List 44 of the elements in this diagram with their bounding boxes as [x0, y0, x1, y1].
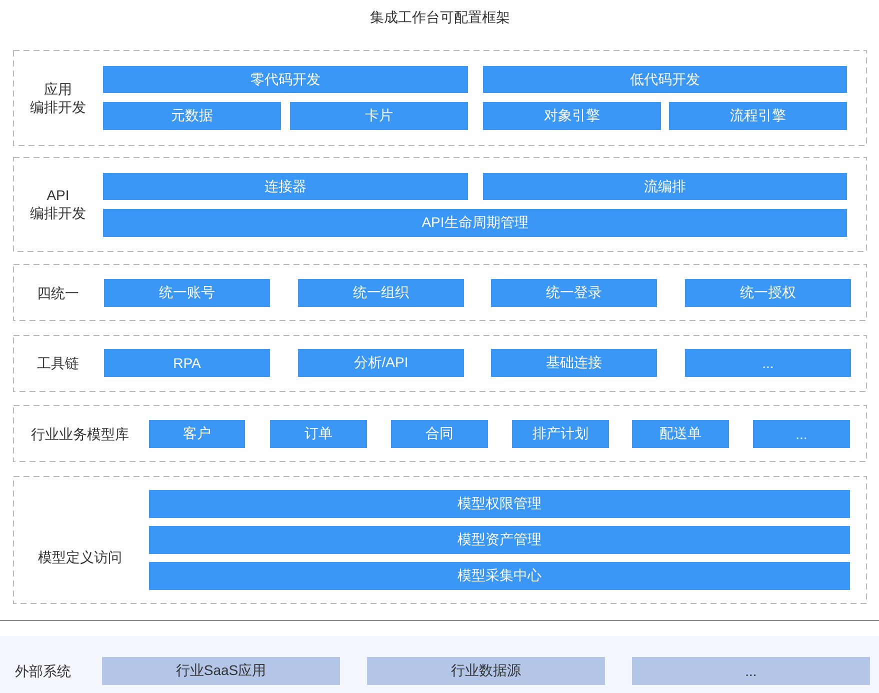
module-box: 模型采集中心 [149, 562, 850, 590]
module-box: 模型资产管理 [149, 526, 850, 554]
module-box: 流编排 [483, 173, 847, 200]
module-box: 基础连接 [491, 349, 657, 377]
dashed-panel [13, 405, 867, 462]
module-box: ... [685, 349, 851, 377]
dashed-panel [13, 264, 867, 321]
module-box: 统一登录 [491, 279, 657, 307]
layer-label: 模型定义访问 [38, 548, 122, 566]
system-box: ... [632, 657, 870, 685]
module-box: 低代码开发 [483, 66, 847, 93]
system-box: 行业SaaS应用 [102, 657, 340, 685]
module-box: 元数据 [103, 102, 281, 130]
dashed-panel [13, 335, 867, 392]
shaded-band [0, 636, 879, 693]
module-box: 对象引擎 [483, 102, 661, 130]
layer-label: 四统一 [37, 284, 79, 302]
module-box: 卡片 [290, 102, 468, 130]
module-box: 流程引擎 [669, 102, 847, 130]
module-box: 订单 [270, 420, 367, 448]
module-box: 零代码开发 [103, 66, 468, 93]
module-box: 合同 [391, 420, 488, 448]
layer-label: API编排开发 [30, 186, 86, 222]
dashed-panel [13, 476, 867, 604]
module-box: RPA [104, 349, 270, 377]
system-box: 行业数据源 [367, 657, 605, 685]
module-box: API生命周期管理 [103, 209, 847, 237]
layer-label: 工具链 [37, 354, 79, 372]
module-box: ... [753, 420, 850, 448]
module-box: 分析/API [298, 349, 464, 377]
layer-label: 外部系统 [15, 662, 71, 680]
module-box: 统一账号 [104, 279, 270, 307]
layer-label: 应用编排开发 [30, 80, 86, 116]
module-box: 排产计划 [512, 420, 609, 448]
layer-label: 行业业务模型库 [31, 425, 129, 443]
module-box: 连接器 [103, 173, 468, 200]
module-box: 配送单 [632, 420, 729, 448]
module-box: 客户 [149, 420, 245, 448]
diagram-title: 集成工作台可配置框架 [370, 9, 510, 27]
module-box: 统一授权 [685, 279, 851, 307]
dashed-panel [13, 157, 867, 252]
module-box: 统一组织 [298, 279, 464, 307]
module-box: 模型权限管理 [149, 490, 850, 518]
dashed-panel [13, 50, 867, 146]
